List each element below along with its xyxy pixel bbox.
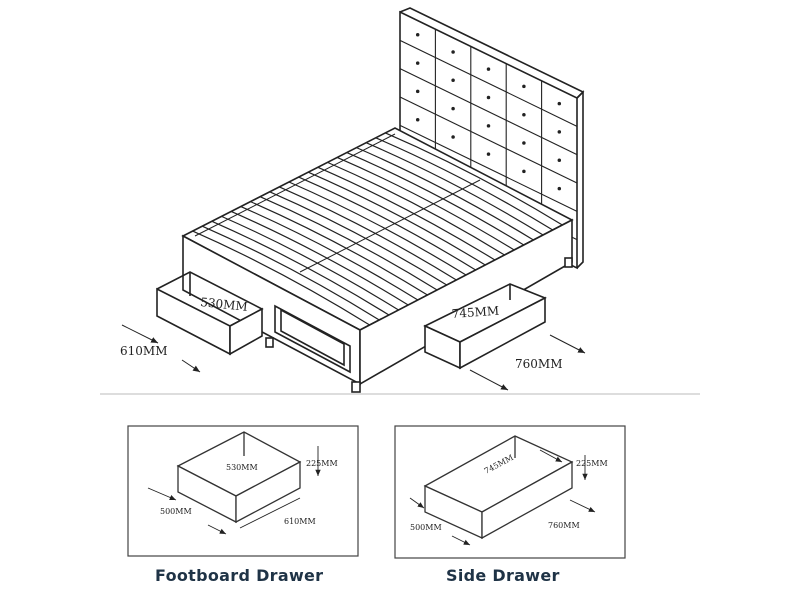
headboard-tuft	[522, 169, 526, 174]
side-drawer-panel	[394, 425, 626, 559]
bed-slat	[365, 142, 544, 236]
bed-slat	[308, 171, 486, 266]
bed-slat	[298, 176, 476, 271]
bed-dim-760: 760MM	[515, 357, 562, 371]
bed-slat	[385, 132, 563, 226]
headboard-tuft	[451, 50, 455, 54]
headboard-tuft	[451, 78, 455, 83]
bed-slat	[288, 181, 467, 276]
headboard-tuft	[451, 106, 455, 111]
bed-slat	[375, 137, 554, 231]
footboard-dim-225: 225MM	[306, 459, 338, 468]
bed-slat	[192, 230, 370, 326]
headboard-tuft	[557, 130, 562, 134]
bed-slat	[336, 156, 515, 251]
footboard-drawer-panel	[127, 425, 359, 557]
headboard-tuft	[557, 101, 562, 106]
bed-slat	[250, 201, 428, 296]
footboard-closed-drawer	[274, 304, 351, 374]
headboard-tuft	[486, 152, 491, 156]
bed-slat	[346, 151, 525, 246]
headboard-tuft	[415, 89, 420, 94]
side-dim-225: 225MM	[576, 459, 608, 468]
bed-illustration	[121, 7, 586, 393]
bed-slat	[211, 220, 390, 316]
bed-slat	[240, 205, 419, 301]
side-open-drawer	[423, 283, 547, 370]
headboard-seam	[399, 124, 578, 212]
footboard-dim-530: 530MM	[226, 463, 258, 472]
headboard-seam	[399, 68, 578, 156]
bed-dimension-lines	[121, 324, 586, 391]
side-drawer-caption: Side Drawer	[446, 566, 560, 585]
headboard-tuft	[522, 112, 526, 117]
headboard-tuft	[486, 95, 491, 100]
bed-slat	[230, 210, 409, 306]
headboard-seam	[399, 96, 578, 184]
footboard-drawer-caption: Footboard Drawer	[155, 566, 324, 585]
headboard-tuft	[557, 158, 562, 162]
headboard-tuft	[415, 61, 420, 65]
bed-slat	[221, 215, 399, 311]
headboard-tuft	[415, 118, 420, 122]
footboard-open-drawer	[156, 271, 264, 356]
bed-dim-610: 610MM	[120, 344, 167, 358]
bed-slat	[202, 225, 380, 321]
headboard-tuft	[486, 67, 491, 71]
headboard-tuft	[415, 33, 420, 37]
footboard-dim-500: 500MM	[160, 507, 192, 516]
bed-dim-530: 530MM	[200, 295, 249, 314]
headboard-tuft	[557, 186, 562, 191]
headboard-seam	[399, 39, 578, 127]
bed-slat	[327, 161, 505, 256]
bed-dim-745: 745MM	[451, 304, 499, 321]
headboard-tuft	[522, 84, 526, 89]
headboard-tuft	[522, 141, 526, 145]
side-dim-760: 760MM	[548, 521, 580, 530]
bed-slat	[279, 186, 457, 281]
footboard-dim-610: 610MM	[284, 517, 316, 526]
bed-slat	[269, 191, 448, 286]
side-dim-500: 500MM	[410, 523, 442, 532]
headboard-tuft	[451, 135, 455, 139]
bed-slat	[356, 147, 534, 241]
headboard-tuft	[486, 124, 491, 128]
bed-slat	[259, 196, 438, 291]
bed-slat	[317, 166, 496, 261]
